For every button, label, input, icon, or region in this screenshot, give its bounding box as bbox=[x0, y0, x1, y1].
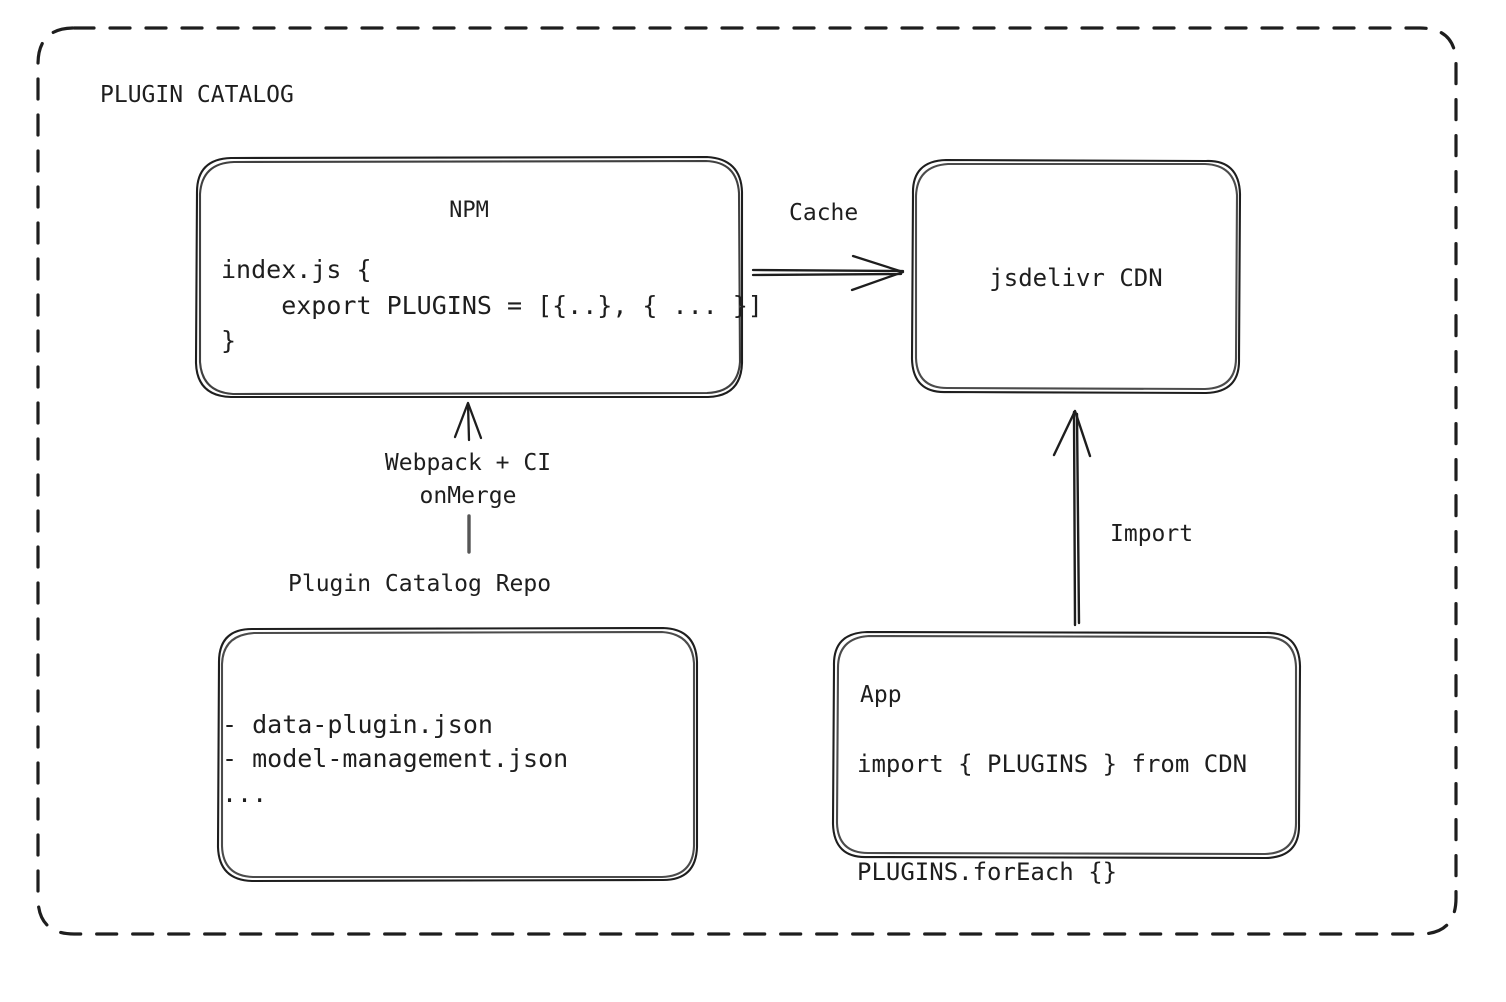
app-node-title: App bbox=[860, 682, 902, 708]
npm-node-title: NPM bbox=[449, 198, 489, 223]
repo-node-file-list: - data-plugin.json - model-management.js… bbox=[222, 710, 569, 808]
edge-npm-to-cdn bbox=[751, 254, 905, 292]
edge-app-to-cdn bbox=[1052, 409, 1092, 627]
app-node-code: import { PLUGINS } from CDN PLUGINS.forE… bbox=[857, 750, 1248, 886]
edge-label-cache: Cache bbox=[789, 200, 859, 226]
edge-label-webpack-ci: Webpack + CI onMerge bbox=[384, 450, 552, 509]
repo-node-caption: Plugin Catalog Repo bbox=[288, 571, 552, 597]
edge-label-import: Import bbox=[1110, 521, 1194, 547]
cdn-node-title: jsdelivr CDN bbox=[989, 264, 1163, 292]
page-title: PLUGIN CATALOG bbox=[100, 82, 294, 108]
npm-node-code: index.js { export PLUGINS = [{..}, { ...… bbox=[221, 255, 763, 355]
